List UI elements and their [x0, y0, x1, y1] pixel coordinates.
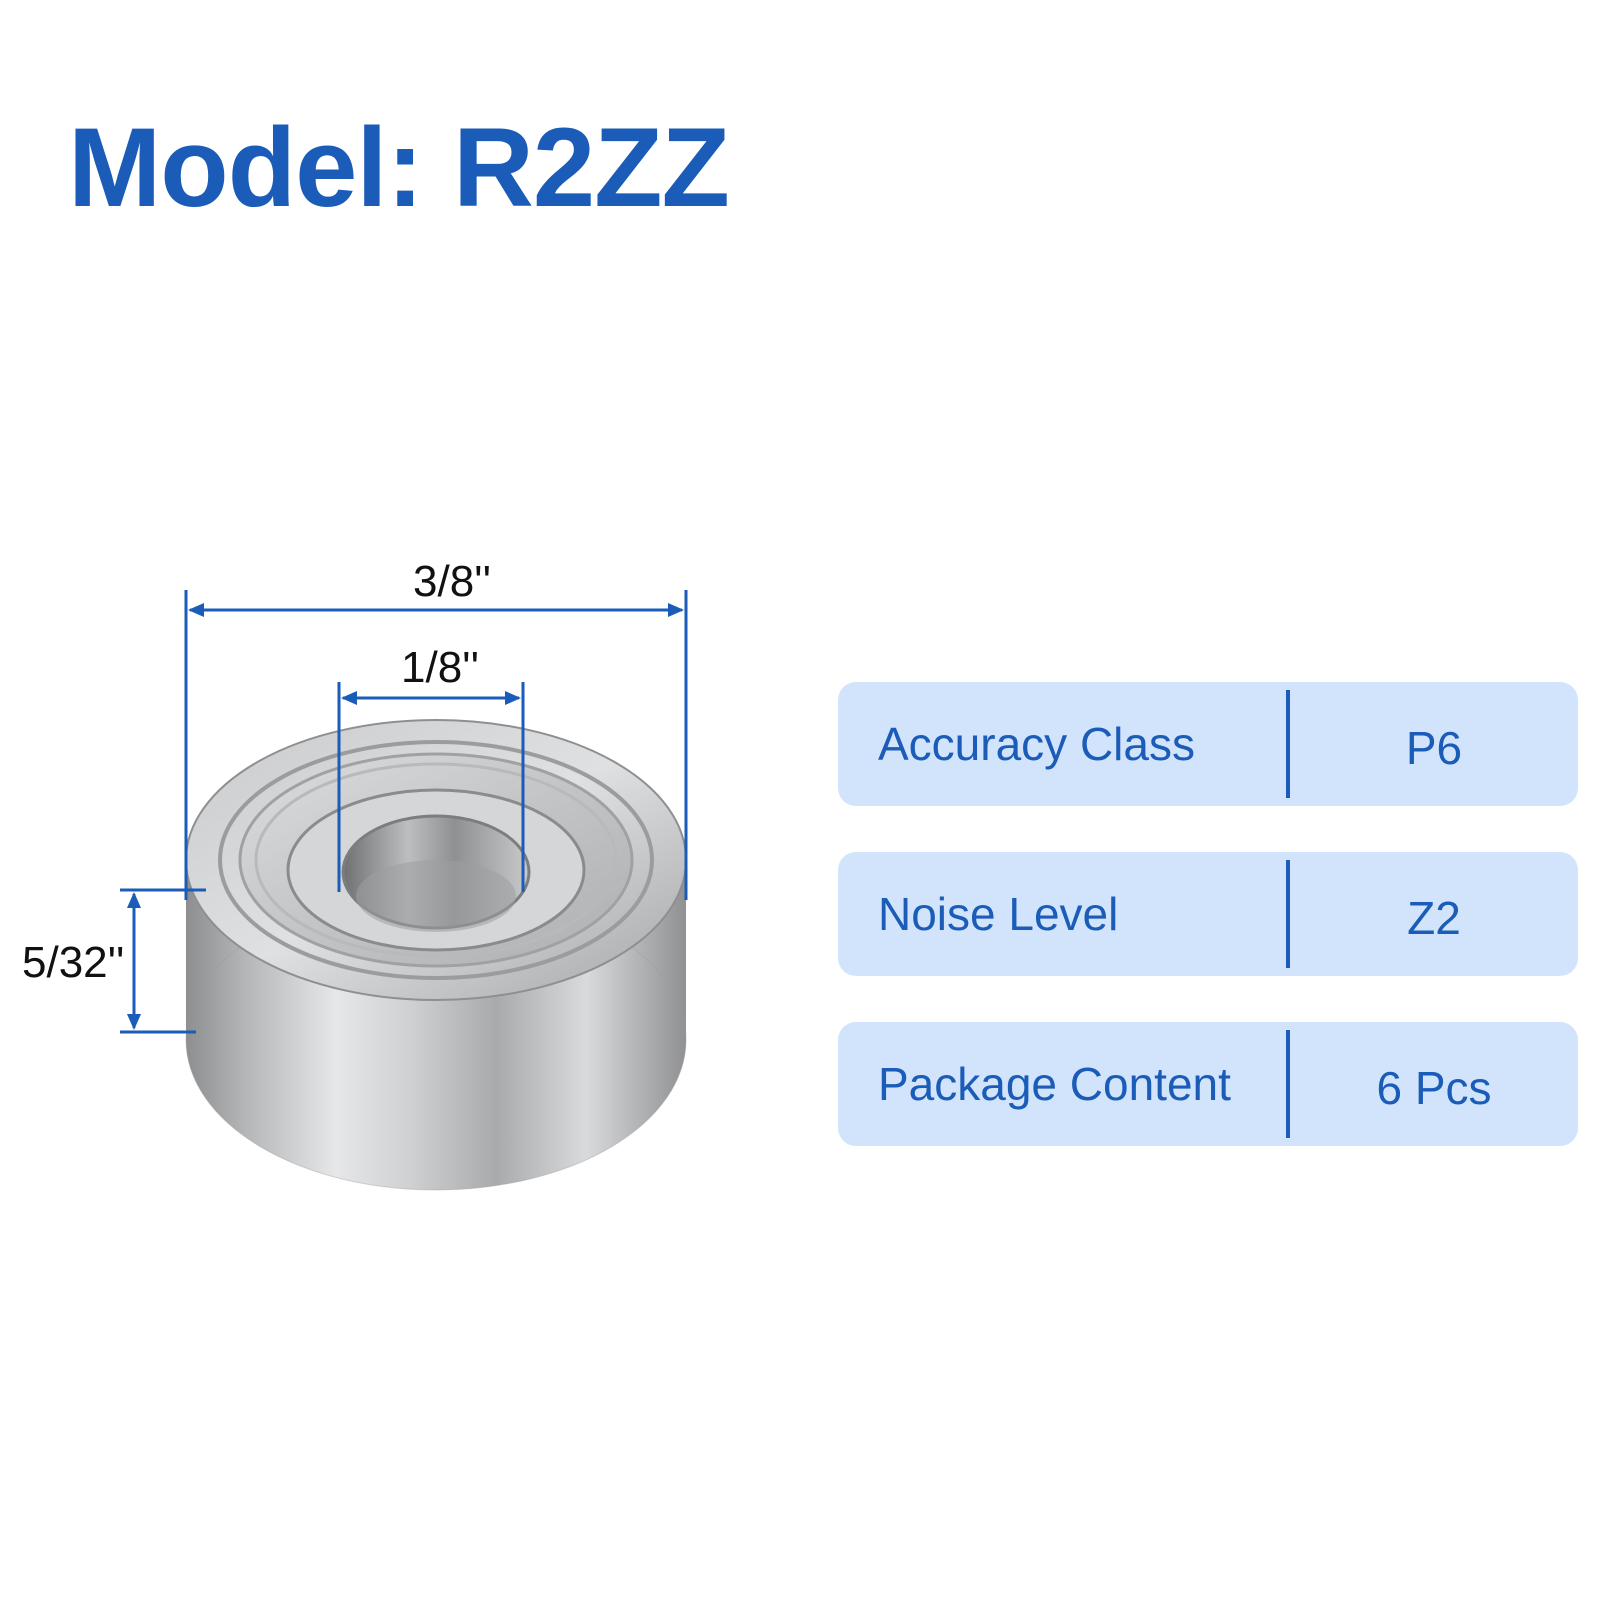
bearing-image — [185, 719, 687, 1191]
width-arrow-bottom — [127, 1014, 141, 1030]
spec-label: Package Content — [878, 1058, 1231, 1110]
spec-row-accuracy-class: Accuracy Class P6 — [838, 682, 1578, 806]
spec-value: P6 — [1405, 722, 1463, 774]
spec-value: Z2 — [1407, 892, 1461, 944]
bearing-bore-depth — [356, 860, 516, 932]
spec-divider — [1286, 860, 1290, 968]
outer-diameter-dimension — [184, 590, 688, 900]
outer-diameter-label: 3/8'' — [413, 557, 491, 606]
spec-divider — [1286, 1030, 1290, 1138]
width-label: 5/32'' — [22, 938, 124, 987]
inner-diameter-arrow-left — [341, 691, 357, 705]
width-dimension — [120, 888, 206, 1034]
spec-value: 6 Pcs — [1376, 1062, 1492, 1114]
outer-diameter-arrow-right — [668, 603, 684, 617]
page-title: Model: R2ZZ — [68, 105, 730, 230]
bearing-outer-ring-groove — [218, 740, 654, 980]
spec-label: Accuracy Class — [878, 718, 1195, 770]
spec-row-package-content: Package Content 6 Pcs — [838, 1022, 1578, 1146]
inner-diameter-arrow-right — [505, 691, 521, 705]
spec-label: Noise Level — [878, 888, 1119, 940]
bearing-shield-lip — [254, 762, 618, 958]
spec-table: Accuracy Class P6 Noise Level Z2 Package… — [838, 682, 1578, 1192]
width-arrow-top — [127, 892, 141, 908]
spec-row-noise-level: Noise Level Z2 — [838, 852, 1578, 976]
inner-diameter-dimension — [337, 682, 525, 892]
spec-divider — [1286, 690, 1290, 798]
outer-diameter-arrow-left — [188, 603, 204, 617]
inner-diameter-label: 1/8'' — [401, 643, 479, 692]
